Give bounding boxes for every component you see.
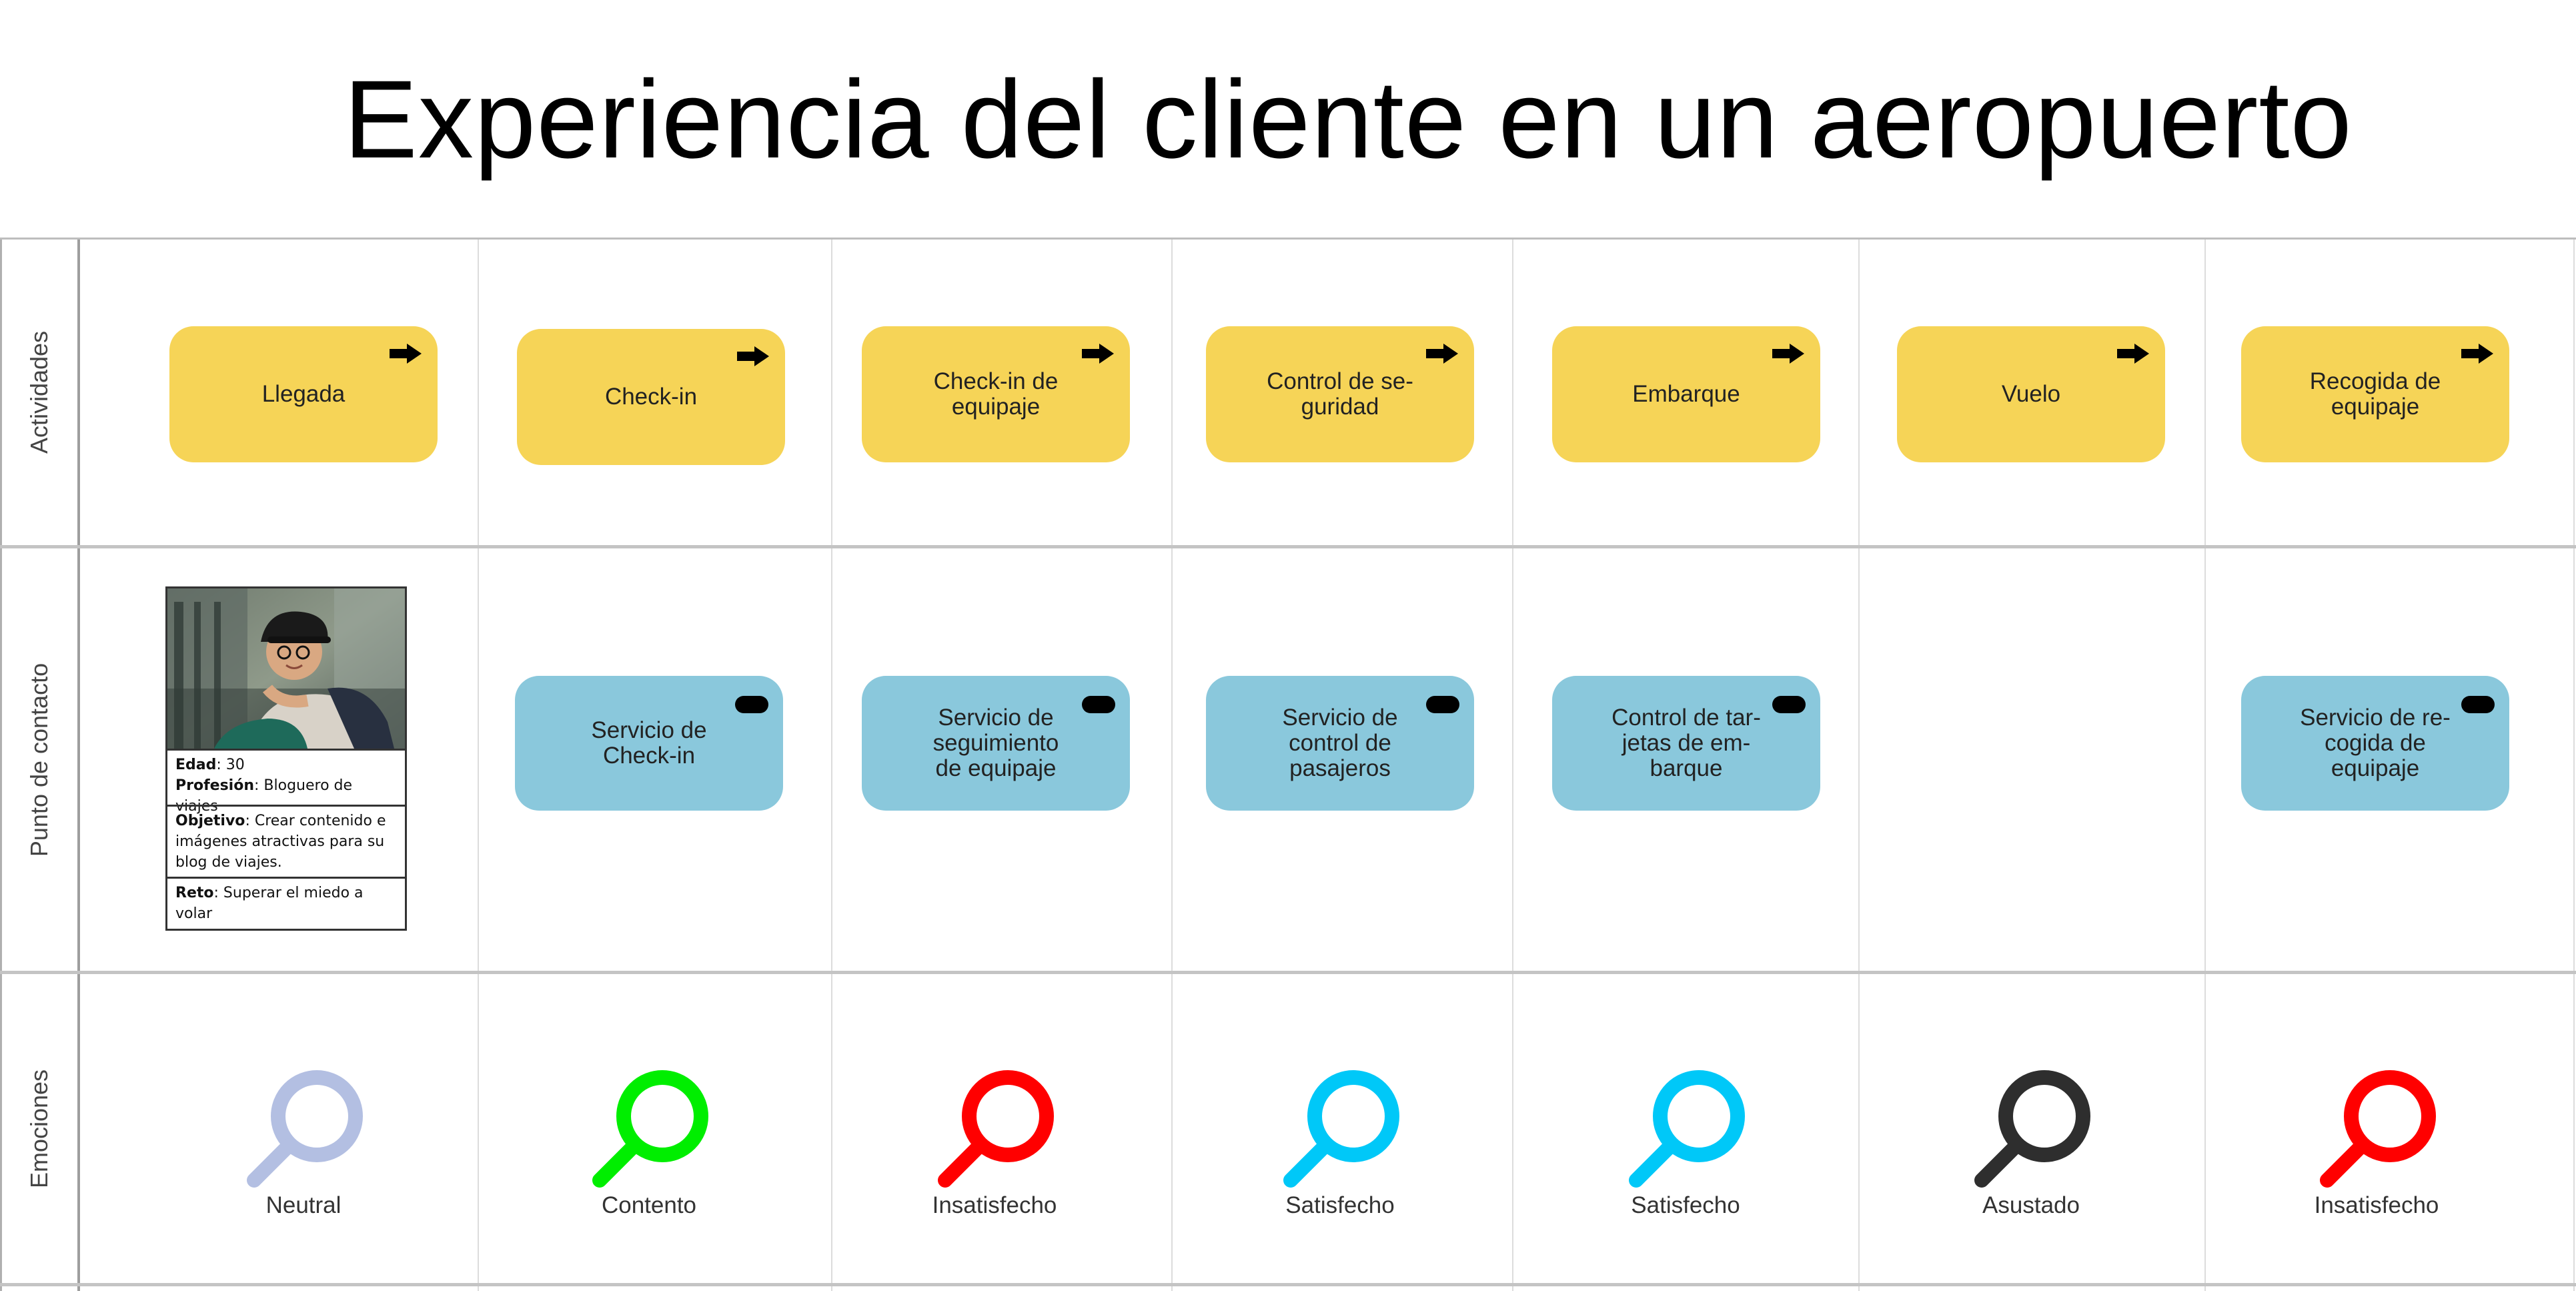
emotion-label: Insatisfecho xyxy=(2314,1192,2439,1218)
emotion-label: Satisfecho xyxy=(1285,1192,1395,1218)
emotion-item: Asustado xyxy=(1891,1068,2171,1242)
grid-bottom-border xyxy=(0,1283,2576,1286)
activity-card[interactable]: Recogida de equipaje xyxy=(2241,326,2509,462)
magnifier-icon xyxy=(2320,1070,2436,1188)
activity-label: Control de se- guridad xyxy=(1267,368,1413,420)
magnifier-icon xyxy=(938,1070,1054,1188)
emotion-item: Satisfecho xyxy=(1200,1068,1480,1242)
arrow-right-icon xyxy=(2117,344,2149,364)
touchpoint-label: Servicio de control de pasajeros xyxy=(1282,705,1398,781)
grid-left-border xyxy=(0,240,2,1291)
pill-icon xyxy=(1772,696,1806,713)
row-label-divider xyxy=(77,240,80,1291)
touchpoint-card[interactable]: Servicio de re- cogida de equipaje xyxy=(2241,676,2509,811)
row-label-activities: Actividades xyxy=(0,240,79,545)
activity-label: Check-in xyxy=(604,384,698,410)
journey-map-grid: Actividades Punto de contacto Emociones … xyxy=(0,238,2576,1291)
emotion-label: Insatisfecho xyxy=(932,1192,1057,1218)
magnifier-icon xyxy=(1283,1070,1399,1188)
activity-label: Vuelo xyxy=(2001,381,2061,407)
activity-card[interactable]: Check-in de equipaje xyxy=(862,326,1130,462)
column-divider xyxy=(1171,240,1173,1291)
persona-challenge: Reto: Superar el miedo a volar xyxy=(167,877,405,929)
touchpoint-card[interactable]: Control de tar- jetas de em- barque xyxy=(1552,676,1820,811)
persona-goal-text: Crear contenido e imágenes atractivas pa… xyxy=(175,813,386,871)
activity-card[interactable]: Check-in xyxy=(517,329,785,465)
persona-basic-info: Edad: 30 Profesión: Bloguero de viajes xyxy=(167,749,405,815)
persona-age: 30 xyxy=(225,757,245,773)
persona-card: Edad: 30 Profesión: Bloguero de viajes O… xyxy=(165,586,407,931)
arrow-right-icon xyxy=(1426,344,1458,364)
arrow-right-icon xyxy=(2461,344,2493,364)
activity-label: Check-in de equipaje xyxy=(933,368,1059,420)
activity-label: Recogida de equipaje xyxy=(2309,368,2441,420)
column-divider xyxy=(1858,240,1860,1291)
persona-field-label: Objetivo xyxy=(175,813,245,829)
row-label-text: Emociones xyxy=(25,1069,53,1188)
magnifier-icon xyxy=(247,1070,363,1188)
touchpoint-card[interactable]: Servicio de seguimiento de equipaje xyxy=(862,676,1130,811)
magnifier-icon xyxy=(1629,1070,1745,1188)
arrow-right-icon xyxy=(390,344,422,364)
persona-challenge-text: Superar el miedo a volar xyxy=(175,885,364,922)
persona-field-label: Profesión xyxy=(175,777,254,794)
arrow-right-icon xyxy=(737,346,769,366)
activity-card[interactable]: Control de se- guridad xyxy=(1206,326,1474,462)
emotion-item: Neutral xyxy=(163,1068,444,1242)
persona-field-label: Edad xyxy=(175,757,217,773)
column-divider xyxy=(2204,240,2206,1291)
emotion-item: Insatisfecho xyxy=(854,1068,1135,1242)
persona-photo xyxy=(167,588,405,749)
column-divider xyxy=(1512,240,1513,1291)
row-divider xyxy=(0,545,2576,548)
persona-goal: Objetivo: Crear contenido e imágenes atr… xyxy=(167,805,405,877)
magnifier-icon xyxy=(1974,1070,2090,1188)
column-divider xyxy=(831,240,832,1291)
arrow-right-icon xyxy=(1772,344,1804,364)
emotion-item: Insatisfecho xyxy=(2236,1068,2517,1242)
touchpoint-card[interactable]: Servicio de Check-in xyxy=(515,676,783,811)
emotion-label: Contento xyxy=(601,1192,697,1218)
column-divider xyxy=(478,240,479,1291)
emotion-item: Contento xyxy=(509,1068,789,1242)
pill-icon xyxy=(1082,696,1115,713)
row-label-emotions: Emociones xyxy=(0,974,79,1283)
touchpoint-label: Servicio de re- cogida de equipaje xyxy=(2300,705,2451,781)
touchpoint-label: Servicio de seguimiento de equipaje xyxy=(932,705,1059,781)
persona-photo-image xyxy=(167,588,405,749)
emotion-item: Satisfecho xyxy=(1545,1068,1826,1242)
magnifier-icon xyxy=(592,1070,708,1188)
activity-label: Embarque xyxy=(1632,381,1740,407)
row-label-text: Punto de contacto xyxy=(25,663,53,857)
touchpoint-label: Control de tar- jetas de em- barque xyxy=(1612,705,1761,781)
row-label-touchpoints: Punto de contacto xyxy=(0,548,79,971)
activity-card[interactable]: Vuelo xyxy=(1897,326,2165,462)
emotion-label: Satisfecho xyxy=(1631,1192,1740,1218)
arrow-right-icon xyxy=(1082,344,1114,364)
grid-right-border xyxy=(2573,240,2575,1291)
pill-icon xyxy=(2461,696,2495,713)
touchpoint-label: Servicio de Check-in xyxy=(591,717,707,769)
emotion-label: Asustado xyxy=(1982,1192,2080,1218)
activity-card[interactable]: Embarque xyxy=(1552,326,1820,462)
activity-label: Llegada xyxy=(261,381,346,407)
activity-card[interactable]: Llegada xyxy=(169,326,438,462)
pill-icon xyxy=(735,696,768,713)
emotion-label: Neutral xyxy=(265,1192,342,1218)
page-title: Experiencia del cliente en un aeropuerto xyxy=(344,58,2353,181)
touchpoint-card[interactable]: Servicio de control de pasajeros xyxy=(1206,676,1474,811)
pill-icon xyxy=(1426,696,1459,713)
row-label-text: Actividades xyxy=(25,330,53,454)
row-divider xyxy=(0,971,2576,974)
persona-field-label: Reto xyxy=(175,885,214,901)
